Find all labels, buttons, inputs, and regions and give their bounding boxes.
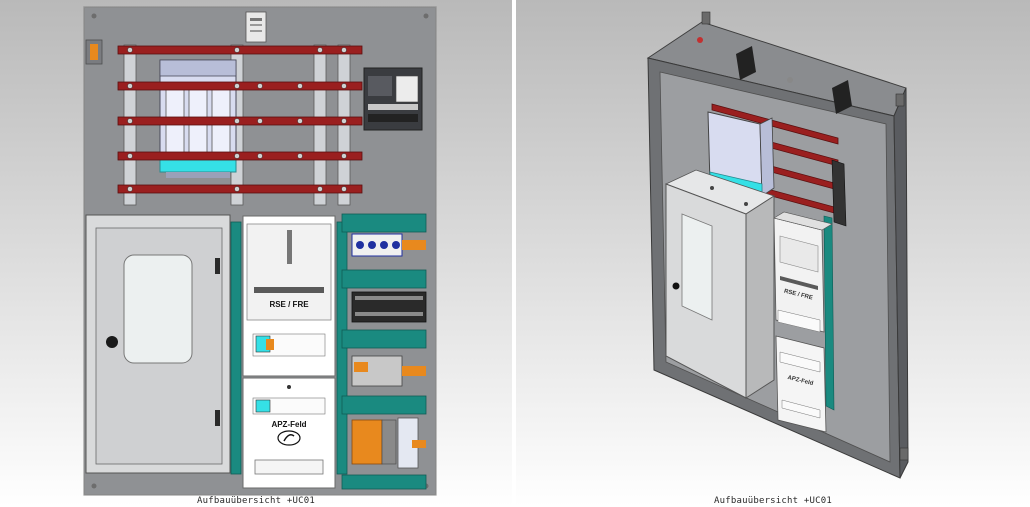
lower-enclosure-iso — [664, 169, 775, 399]
busbar-bolts — [127, 47, 347, 192]
apz-field-label: APZ-Feld — [271, 420, 306, 429]
iso-view-panel: RSE / FRE APZ-Feld Aufbauübersicht +UC01 — [516, 0, 1030, 507]
apz-panel: APZ-Feld — [242, 377, 336, 489]
meter-panel-iso: RSE / FRE — [773, 211, 833, 333]
meter-field-label: RSE / FRE — [269, 300, 309, 309]
front-view-caption: Aufbauübersicht +UC01 — [197, 496, 315, 506]
phone-icon — [283, 434, 295, 442]
control-device — [363, 67, 423, 131]
busbars — [117, 45, 363, 194]
terminal-blocks — [351, 233, 427, 469]
teal-rails — [230, 213, 427, 490]
meter-panel: RSE / FRE — [242, 215, 336, 377]
iso-view-drawing: RSE / FRE APZ-Feld — [516, 0, 1030, 507]
wall-brackets — [701, 11, 909, 461]
front-view-panel: RSE / FRE APZ-Feld — [0, 0, 512, 507]
front-view-drawing: RSE / FRE APZ-Feld — [0, 0, 512, 507]
label-plate — [245, 11, 267, 43]
iso-view-caption: Aufbauübersicht +UC01 — [714, 496, 832, 506]
lower-enclosure — [85, 214, 231, 474]
teal-rail-iso — [823, 159, 847, 411]
side-gland — [85, 39, 103, 65]
cable-glands — [697, 37, 852, 114]
apz-panel-iso: APZ-Feld — [775, 335, 827, 433]
